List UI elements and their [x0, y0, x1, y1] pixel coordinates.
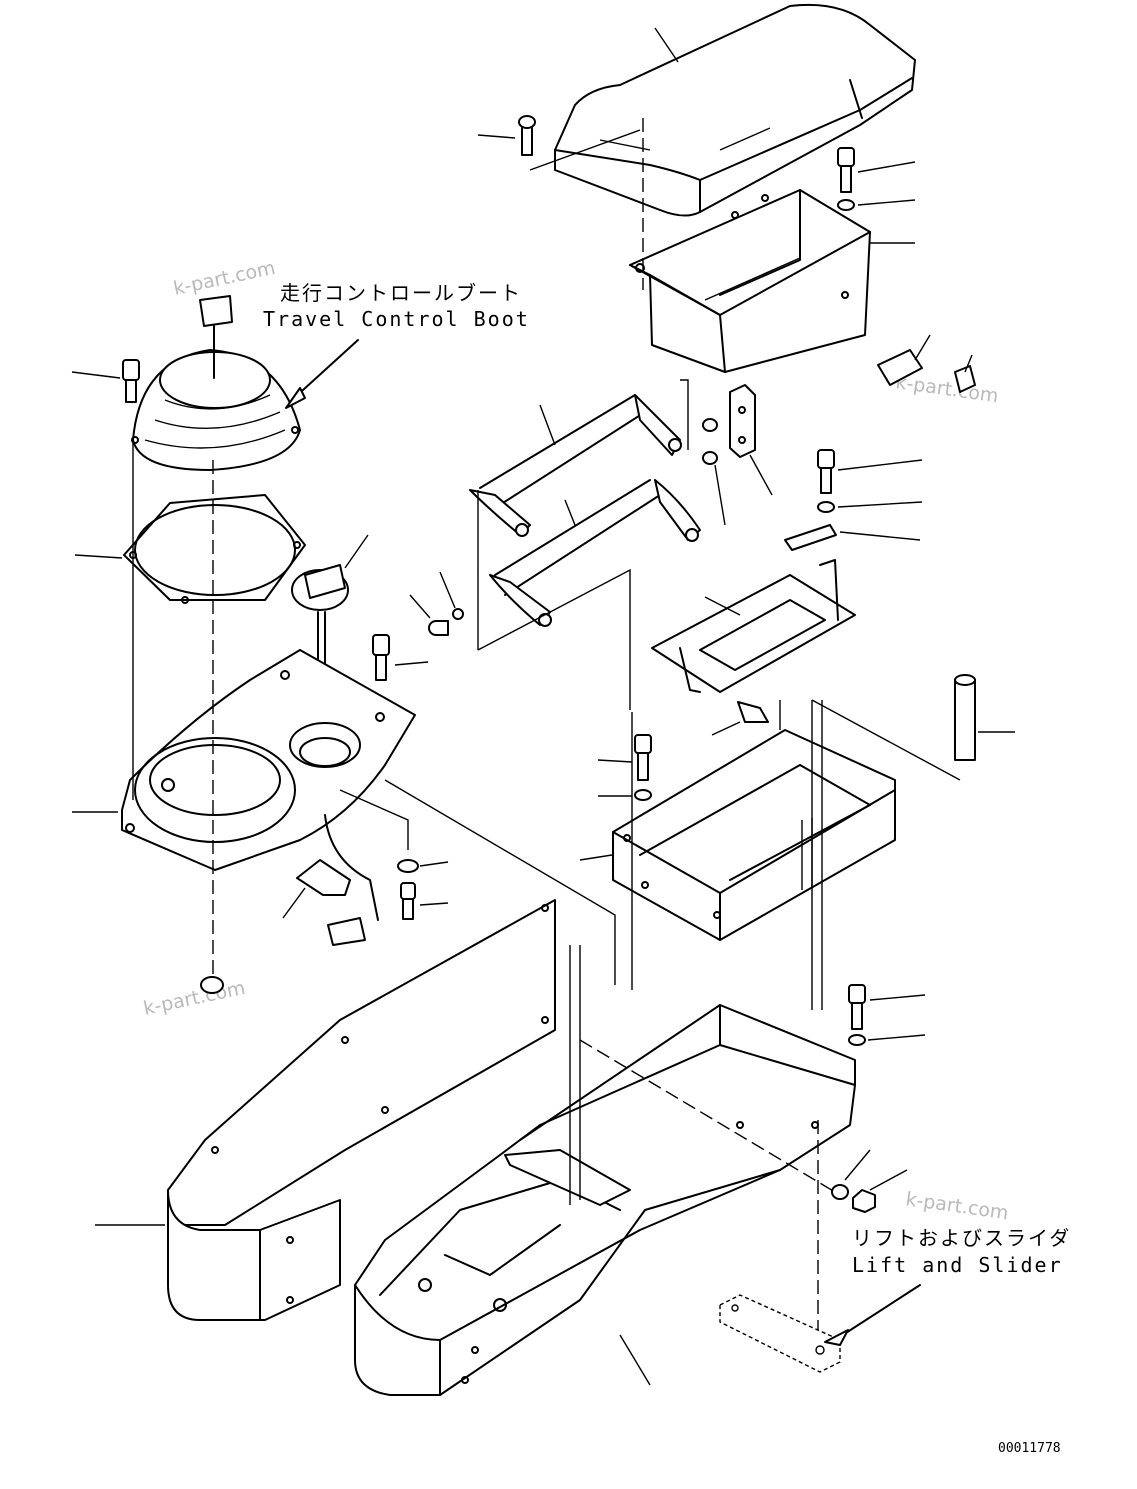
- bolt-washer: [597, 734, 652, 801]
- boot-gasket: [74, 494, 306, 604]
- fitting: [711, 701, 769, 736]
- watermark: k-part.com: [894, 371, 1000, 407]
- watermark: k-part.com: [171, 257, 277, 300]
- clip: [877, 334, 976, 393]
- drawing-number: 00011778: [998, 1441, 1061, 1456]
- slider-plate: [651, 559, 856, 693]
- boot-callout-arrowhead: [285, 387, 306, 409]
- lift-slider-label-en: Lift and Slider: [852, 1253, 1063, 1277]
- lift-slider-block: [719, 1284, 921, 1373]
- base-plate: [72, 649, 416, 871]
- travel-control-boot-label-jp: 走行コントロールブート: [280, 281, 522, 305]
- lift-link-upper: [469, 394, 682, 537]
- bolt: [71, 359, 140, 403]
- console-cover-right: [354, 1004, 856, 1396]
- bolt: [372, 634, 429, 681]
- side-cover-left: [95, 899, 556, 1321]
- armrest-cushion: [554, 3, 916, 217]
- wire-harness: [282, 814, 379, 946]
- watermark: k-part.com: [141, 977, 247, 1020]
- bolt-washer: [848, 984, 926, 1046]
- washer-bolt: [397, 859, 449, 920]
- pin-long: [954, 674, 1015, 761]
- travel-control-boot: [131, 295, 301, 471]
- bushing-block: [702, 384, 773, 526]
- lift-slider-label-jp: リフトおよびスライダ: [852, 1226, 1071, 1250]
- pin: [409, 571, 464, 636]
- small-bracket: [784, 524, 837, 551]
- armrest-box: [579, 729, 896, 941]
- travel-control-boot-label-en: Travel Control Boot: [263, 307, 530, 331]
- boot-callout-line: [291, 339, 359, 401]
- bolt-washer: [817, 449, 923, 541]
- knob: [291, 534, 369, 741]
- washer-nut: [831, 1149, 908, 1213]
- watermark: k-part.com: [904, 1188, 1010, 1224]
- bolt-washer: [837, 147, 916, 244]
- screw: [477, 115, 536, 156]
- armrest-tray: [629, 189, 871, 373]
- lift-link-lower: [489, 479, 701, 627]
